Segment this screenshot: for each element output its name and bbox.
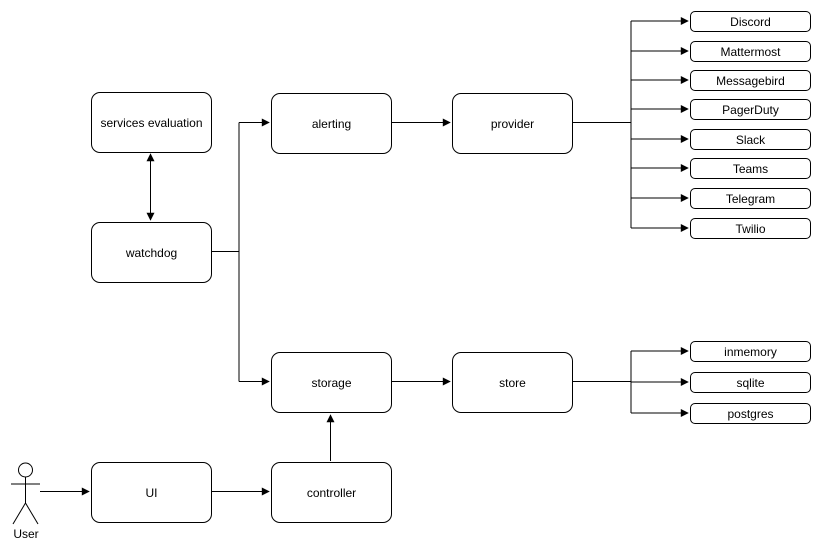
node-store: store xyxy=(452,352,573,413)
edge-provider-fanout xyxy=(573,17,689,232)
user-actor-icon xyxy=(11,462,40,525)
store-item-inmemory: inmemory xyxy=(690,341,811,362)
provider-item-pagerduty: PagerDuty xyxy=(690,99,811,120)
edge-watchdog-branch xyxy=(211,118,270,386)
node-controller: controller xyxy=(271,462,392,523)
node-storage: storage xyxy=(271,352,392,413)
store-item-sqlite: sqlite xyxy=(690,372,811,393)
edge-store-fanout xyxy=(573,347,689,417)
provider-item-messagebird: Messagebird xyxy=(690,70,811,91)
provider-item-twilio: Twilio xyxy=(690,218,811,239)
node-watchdog: watchdog xyxy=(91,222,212,283)
node-provider: provider xyxy=(452,93,573,154)
node-alerting: alerting xyxy=(271,93,392,154)
provider-item-telegram: Telegram xyxy=(690,188,811,209)
node-ui: UI xyxy=(91,462,212,523)
node-services-evaluation: services evaluation xyxy=(91,92,212,153)
store-item-postgres: postgres xyxy=(690,403,811,424)
user-actor-label: User xyxy=(13,527,39,541)
provider-item-discord: Discord xyxy=(690,11,811,32)
provider-item-mattermost: Mattermost xyxy=(690,41,811,62)
provider-item-slack: Slack xyxy=(690,129,811,150)
provider-item-teams: Teams xyxy=(690,158,811,179)
